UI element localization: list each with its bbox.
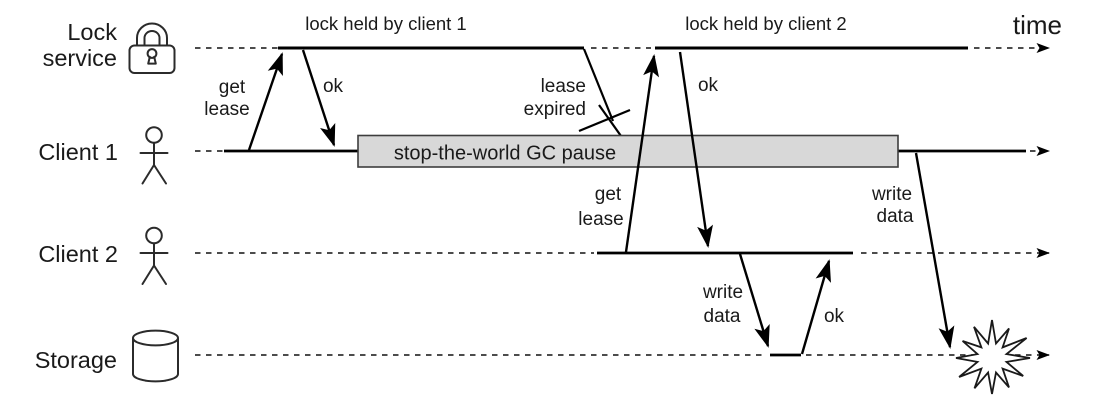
client1-write-data-arrow	[914, 152, 955, 349]
person-icon	[139, 226, 169, 285]
client1-write-data-line1: write	[871, 184, 912, 205]
lock-held-client1-label: lock held by client 1	[305, 13, 466, 34]
lease-expired-marker	[578, 48, 631, 137]
padlock-icon	[128, 22, 176, 74]
client2-write-data-arrow	[738, 253, 770, 348]
client2-ok-arrow	[678, 51, 713, 248]
client2-write-data-line1: write	[702, 282, 743, 303]
lane-label-client1: Client 1	[38, 139, 118, 165]
database-body	[132, 338, 179, 383]
person2-head	[145, 226, 163, 245]
lease-expired-cross-stroke2	[598, 104, 622, 137]
time-axis-label: time	[1013, 10, 1062, 40]
database-top	[132, 329, 179, 347]
person-icon	[139, 126, 169, 185]
lane-label-client2: Client 2	[38, 241, 118, 267]
person1-left-leg	[141, 164, 155, 185]
client2-get-lease-line1: get	[595, 184, 622, 205]
client2-write-data-label: write data	[702, 282, 743, 327]
lane-label-storage: Storage	[35, 347, 117, 373]
client2-write-data-line2: data	[704, 306, 741, 327]
lane-label-lock-service: Lock service	[43, 19, 118, 71]
gc-pause-rect	[357, 134, 899, 168]
lease-expired-cross-stroke1	[578, 108, 631, 133]
padlock-body	[128, 44, 176, 74]
padlock-keyhole-tail	[147, 55, 157, 65]
gc-pause-label: stop-the-world GC pause	[394, 143, 616, 165]
lease-expired-line1: lease	[541, 76, 586, 97]
client2-get-lease-line2: lease	[578, 209, 623, 230]
lease-expired-line	[582, 48, 615, 122]
lock-held-client2-label: lock held by client 2	[685, 13, 846, 34]
client1-write-data-label: write data	[871, 184, 914, 227]
client2-get-lease-arrow	[624, 54, 660, 253]
client1-get-lease-line1: get	[219, 77, 246, 98]
client2-ok-label: ok	[698, 75, 719, 96]
lock-service-label-line2: service	[43, 45, 117, 71]
storage-ok-arrow	[800, 259, 831, 355]
storage-ok-label: ok	[824, 306, 845, 327]
lease-expired-line2: expired	[524, 99, 586, 120]
explosion-icon	[955, 319, 1031, 395]
client1-write-data-line2: data	[877, 206, 914, 227]
client2-get-lease-label: get lease	[578, 184, 623, 230]
lock-service-label-line1: Lock	[67, 19, 117, 45]
lease-expired-label: lease expired	[524, 76, 586, 120]
client1-get-lease-line2: lease	[204, 99, 249, 120]
padlock-keyhole-circle	[146, 48, 158, 59]
person1-head	[145, 126, 163, 144]
person2-right-leg	[153, 264, 167, 285]
padlock-shackle	[136, 22, 168, 47]
client1-get-lease-label: get lease	[204, 77, 249, 120]
client1-ok-arrow	[301, 49, 336, 147]
client1-ok-label: ok	[323, 76, 344, 97]
gc-pause-box: stop-the-world GC pause	[357, 134, 899, 168]
person1-right-leg	[153, 164, 167, 185]
person2-left-leg	[141, 264, 155, 285]
client1-get-lease-arrow	[247, 52, 284, 151]
database-icon	[132, 329, 179, 383]
